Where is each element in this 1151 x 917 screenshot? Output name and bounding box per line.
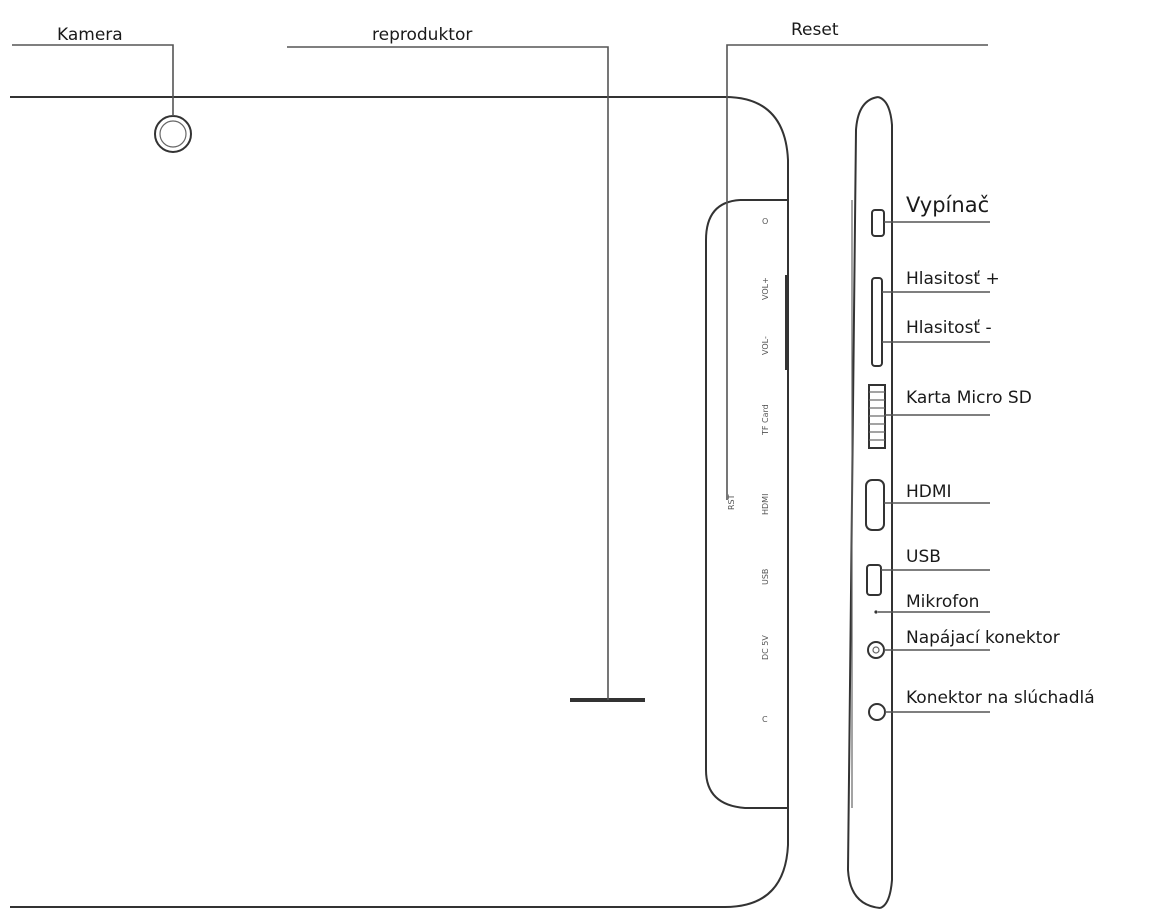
edge-port-markings: O VOL+ VOL- TF Card HDMI USB DC 5V C RST xyxy=(727,217,770,724)
camera-lens-inner xyxy=(159,120,187,148)
power-button xyxy=(871,209,885,237)
label-mikrofon: Mikrofon xyxy=(906,592,979,612)
volume-rocker xyxy=(871,277,883,367)
usb-port xyxy=(866,564,882,596)
hdmi-port xyxy=(865,479,885,531)
headphone-jack xyxy=(868,703,886,721)
label-hdmi: HDMI xyxy=(906,482,952,502)
label-kamera: Kamera xyxy=(57,25,123,45)
svg-text:VOL+: VOL+ xyxy=(761,277,770,300)
tablet-front-outline xyxy=(10,96,789,908)
leader-lines xyxy=(12,44,990,713)
microphone-hole xyxy=(874,610,878,614)
svg-text:C: C xyxy=(762,715,768,724)
label-usb: USB xyxy=(906,547,941,567)
svg-text:HDMI: HDMI xyxy=(761,494,770,515)
label-hlasitost-plus: Hlasitosť + xyxy=(906,269,1000,289)
svg-text:O: O xyxy=(762,217,768,226)
label-vypinac: Vypínač xyxy=(906,193,989,217)
svg-text:TF Card: TF Card xyxy=(761,404,770,436)
label-reset: Reset xyxy=(791,20,839,40)
svg-text:DC 5V: DC 5V xyxy=(761,635,770,660)
label-napajaci-konektor: Napájací konektor xyxy=(906,628,1060,648)
label-hlasitost-minus: Hlasitosť - xyxy=(906,318,992,338)
power-jack xyxy=(867,641,885,659)
svg-text:VOL-: VOL- xyxy=(761,336,770,355)
svg-text:RST: RST xyxy=(727,494,736,510)
micro-sd-slot xyxy=(868,384,886,449)
label-konektor-sluchadla: Konektor na slúchadlá xyxy=(906,688,1095,708)
power-jack-inner xyxy=(872,646,880,654)
label-micro-sd: Karta Micro SD xyxy=(906,388,1032,408)
label-reproduktor: reproduktor xyxy=(372,25,472,45)
svg-text:USB: USB xyxy=(761,569,770,585)
